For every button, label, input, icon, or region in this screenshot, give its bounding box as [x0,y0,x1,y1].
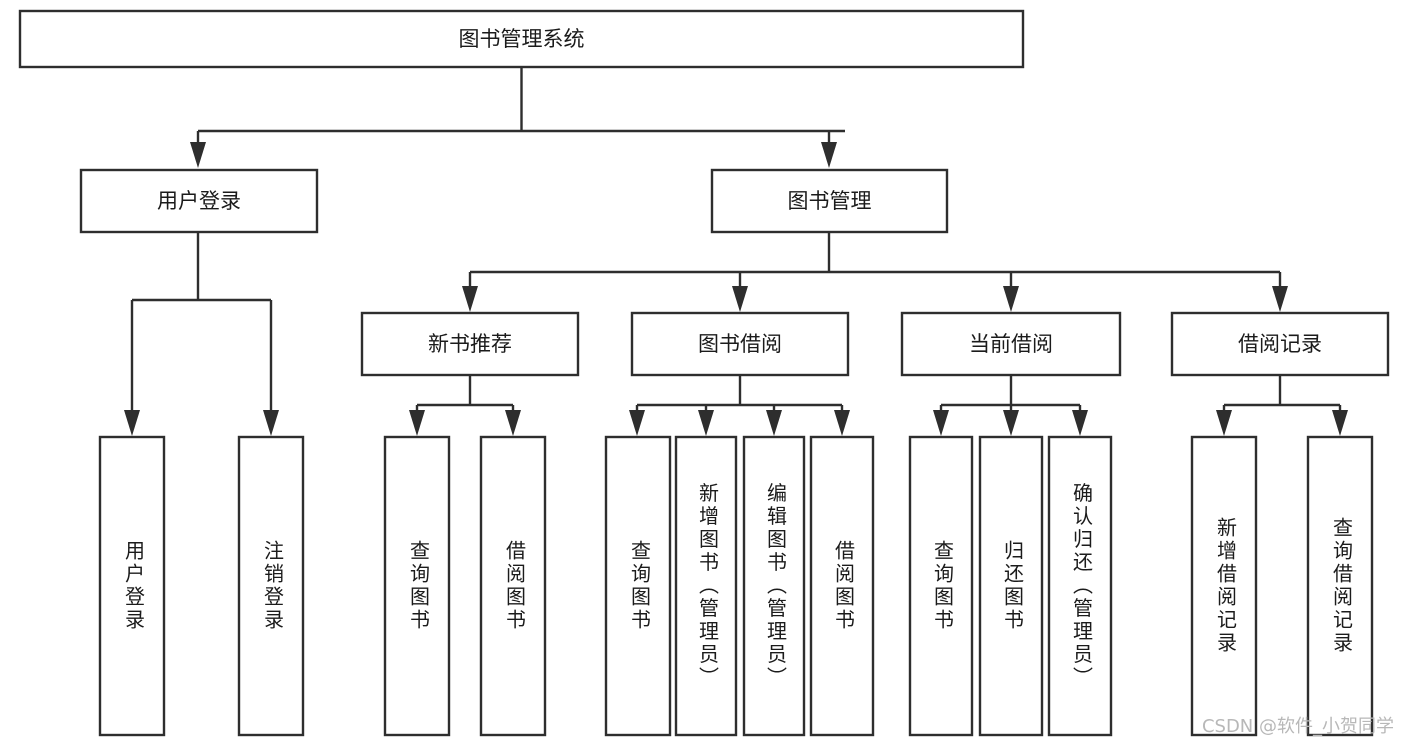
leaf-add-book-label: 新增图书（管理员） [696,482,720,689]
leaf-logout-box[interactable] [237,435,305,737]
node-borrow-record-box[interactable] [1170,311,1390,377]
leaf-borrow-book-recommend-label: 借阅图书 [503,540,527,632]
leaf-confirm-return-label: 确认归还（管理员） [1070,482,1094,689]
node-current-borrow-box[interactable] [900,311,1122,377]
leaf-confirm-return-box[interactable] [1047,435,1113,737]
connector-layer [124,67,1348,436]
node-root[interactable]: 图书管理系统 [18,9,1025,69]
leaf-return-book-label: 归还图书 [1001,540,1025,632]
arrow-to-leaf-user-login [124,410,140,436]
leaf-query-book-borrow[interactable]: 查询图书 [604,435,672,737]
arrow-to-current-borrow [1003,286,1019,312]
node-book-manage-label: 图书管理 [788,189,872,213]
leaf-add-book[interactable]: 新增图书（管理员） [674,435,738,737]
leaf-borrow-book-recommend-box[interactable] [479,435,547,737]
arrow-to-leaf-add-record [1216,410,1232,436]
leaf-edit-book-box[interactable] [742,435,806,737]
arrow-to-borrow-record [1272,286,1288,312]
node-user-login-box[interactable] [79,168,319,234]
node-new-book-recommend-box[interactable] [360,311,580,377]
node-layer: 图书管理系统 用户登录 图书管理 新书推荐 图书借阅 [18,9,1390,737]
arrow-to-leaf-borrow-book-2 [834,410,850,436]
arrow-to-leaf-edit-book [766,410,782,436]
arrow-to-book-borrow [732,286,748,312]
arrow-to-leaf-query-book-2 [629,410,645,436]
leaf-add-borrow-record[interactable]: 新增借阅记录 [1190,435,1258,737]
leaf-return-book[interactable]: 归还图书 [978,435,1044,737]
arrow-to-leaf-logout [263,410,279,436]
node-current-borrow[interactable]: 当前借阅 [900,311,1122,377]
arrow-to-user-login [190,142,206,168]
leaf-edit-book-label: 编辑图书（管理员） [764,482,788,689]
leaf-query-book-recommend-label: 查询图书 [407,540,431,632]
leaf-confirm-return[interactable]: 确认归还（管理员） [1047,435,1113,737]
arrow-to-leaf-confirm-return [1072,410,1088,436]
node-borrow-record[interactable]: 借阅记录 [1170,311,1390,377]
leaf-query-book-recommend-box[interactable] [383,435,451,737]
node-book-borrow[interactable]: 图书借阅 [630,311,850,377]
leaf-query-borrow-record-label: 查询借阅记录 [1330,517,1354,655]
leaf-query-book-current-label: 查询图书 [931,540,955,632]
leaf-add-book-box[interactable] [674,435,738,737]
arrow-to-leaf-query-book-1 [409,410,425,436]
leaf-query-borrow-record-box[interactable] [1306,435,1374,737]
leaf-logout-label: 注销登录 [261,540,285,632]
leaf-borrow-book[interactable]: 借阅图书 [809,435,875,737]
arrow-to-leaf-borrow-book-1 [505,410,521,436]
node-book-borrow-label: 图书借阅 [698,332,782,356]
arrow-to-new-book-recommend [462,286,478,312]
node-user-login[interactable]: 用户登录 [79,168,319,234]
node-new-book-recommend-label: 新书推荐 [428,332,512,356]
leaf-add-borrow-record-label: 新增借阅记录 [1214,517,1238,655]
node-root-box[interactable] [18,9,1025,69]
leaf-query-book-current-box[interactable] [908,435,974,737]
leaf-return-book-box[interactable] [978,435,1044,737]
leaf-add-borrow-record-box[interactable] [1190,435,1258,737]
leaf-logout[interactable]: 注销登录 [237,435,305,737]
leaf-query-book-borrow-box[interactable] [604,435,672,737]
node-user-login-label: 用户登录 [157,189,241,213]
leaf-query-book-recommend[interactable]: 查询图书 [383,435,451,737]
node-book-manage-box[interactable] [710,168,949,234]
node-borrow-record-label: 借阅记录 [1238,332,1322,356]
leaf-user-login-box[interactable] [98,435,166,737]
leaf-query-book-current[interactable]: 查询图书 [908,435,974,737]
arrow-to-leaf-return-book [1003,410,1019,436]
arrow-to-leaf-add-book [698,410,714,436]
watermark-text: CSDN @软件_小贺同学 [1202,716,1394,737]
arrow-to-book-manage [821,142,837,168]
node-current-borrow-label: 当前借阅 [969,332,1053,356]
node-book-borrow-box[interactable] [630,311,850,377]
node-root-label: 图书管理系统 [459,27,585,51]
leaf-borrow-book-box[interactable] [809,435,875,737]
leaf-borrow-book-recommend[interactable]: 借阅图书 [479,435,547,737]
leaf-edit-book[interactable]: 编辑图书（管理员） [742,435,806,737]
node-new-book-recommend[interactable]: 新书推荐 [360,311,580,377]
arrow-to-leaf-query-record [1332,410,1348,436]
leaf-query-book-borrow-label: 查询图书 [628,540,652,632]
leaf-user-login-label: 用户登录 [122,540,146,632]
arrow-to-leaf-query-book-3 [933,410,949,436]
leaf-query-borrow-record[interactable]: 查询借阅记录 [1306,435,1374,737]
leaf-borrow-book-label: 借阅图书 [832,540,856,632]
node-book-manage[interactable]: 图书管理 [710,168,949,234]
leaf-user-login[interactable]: 用户登录 [98,435,166,737]
